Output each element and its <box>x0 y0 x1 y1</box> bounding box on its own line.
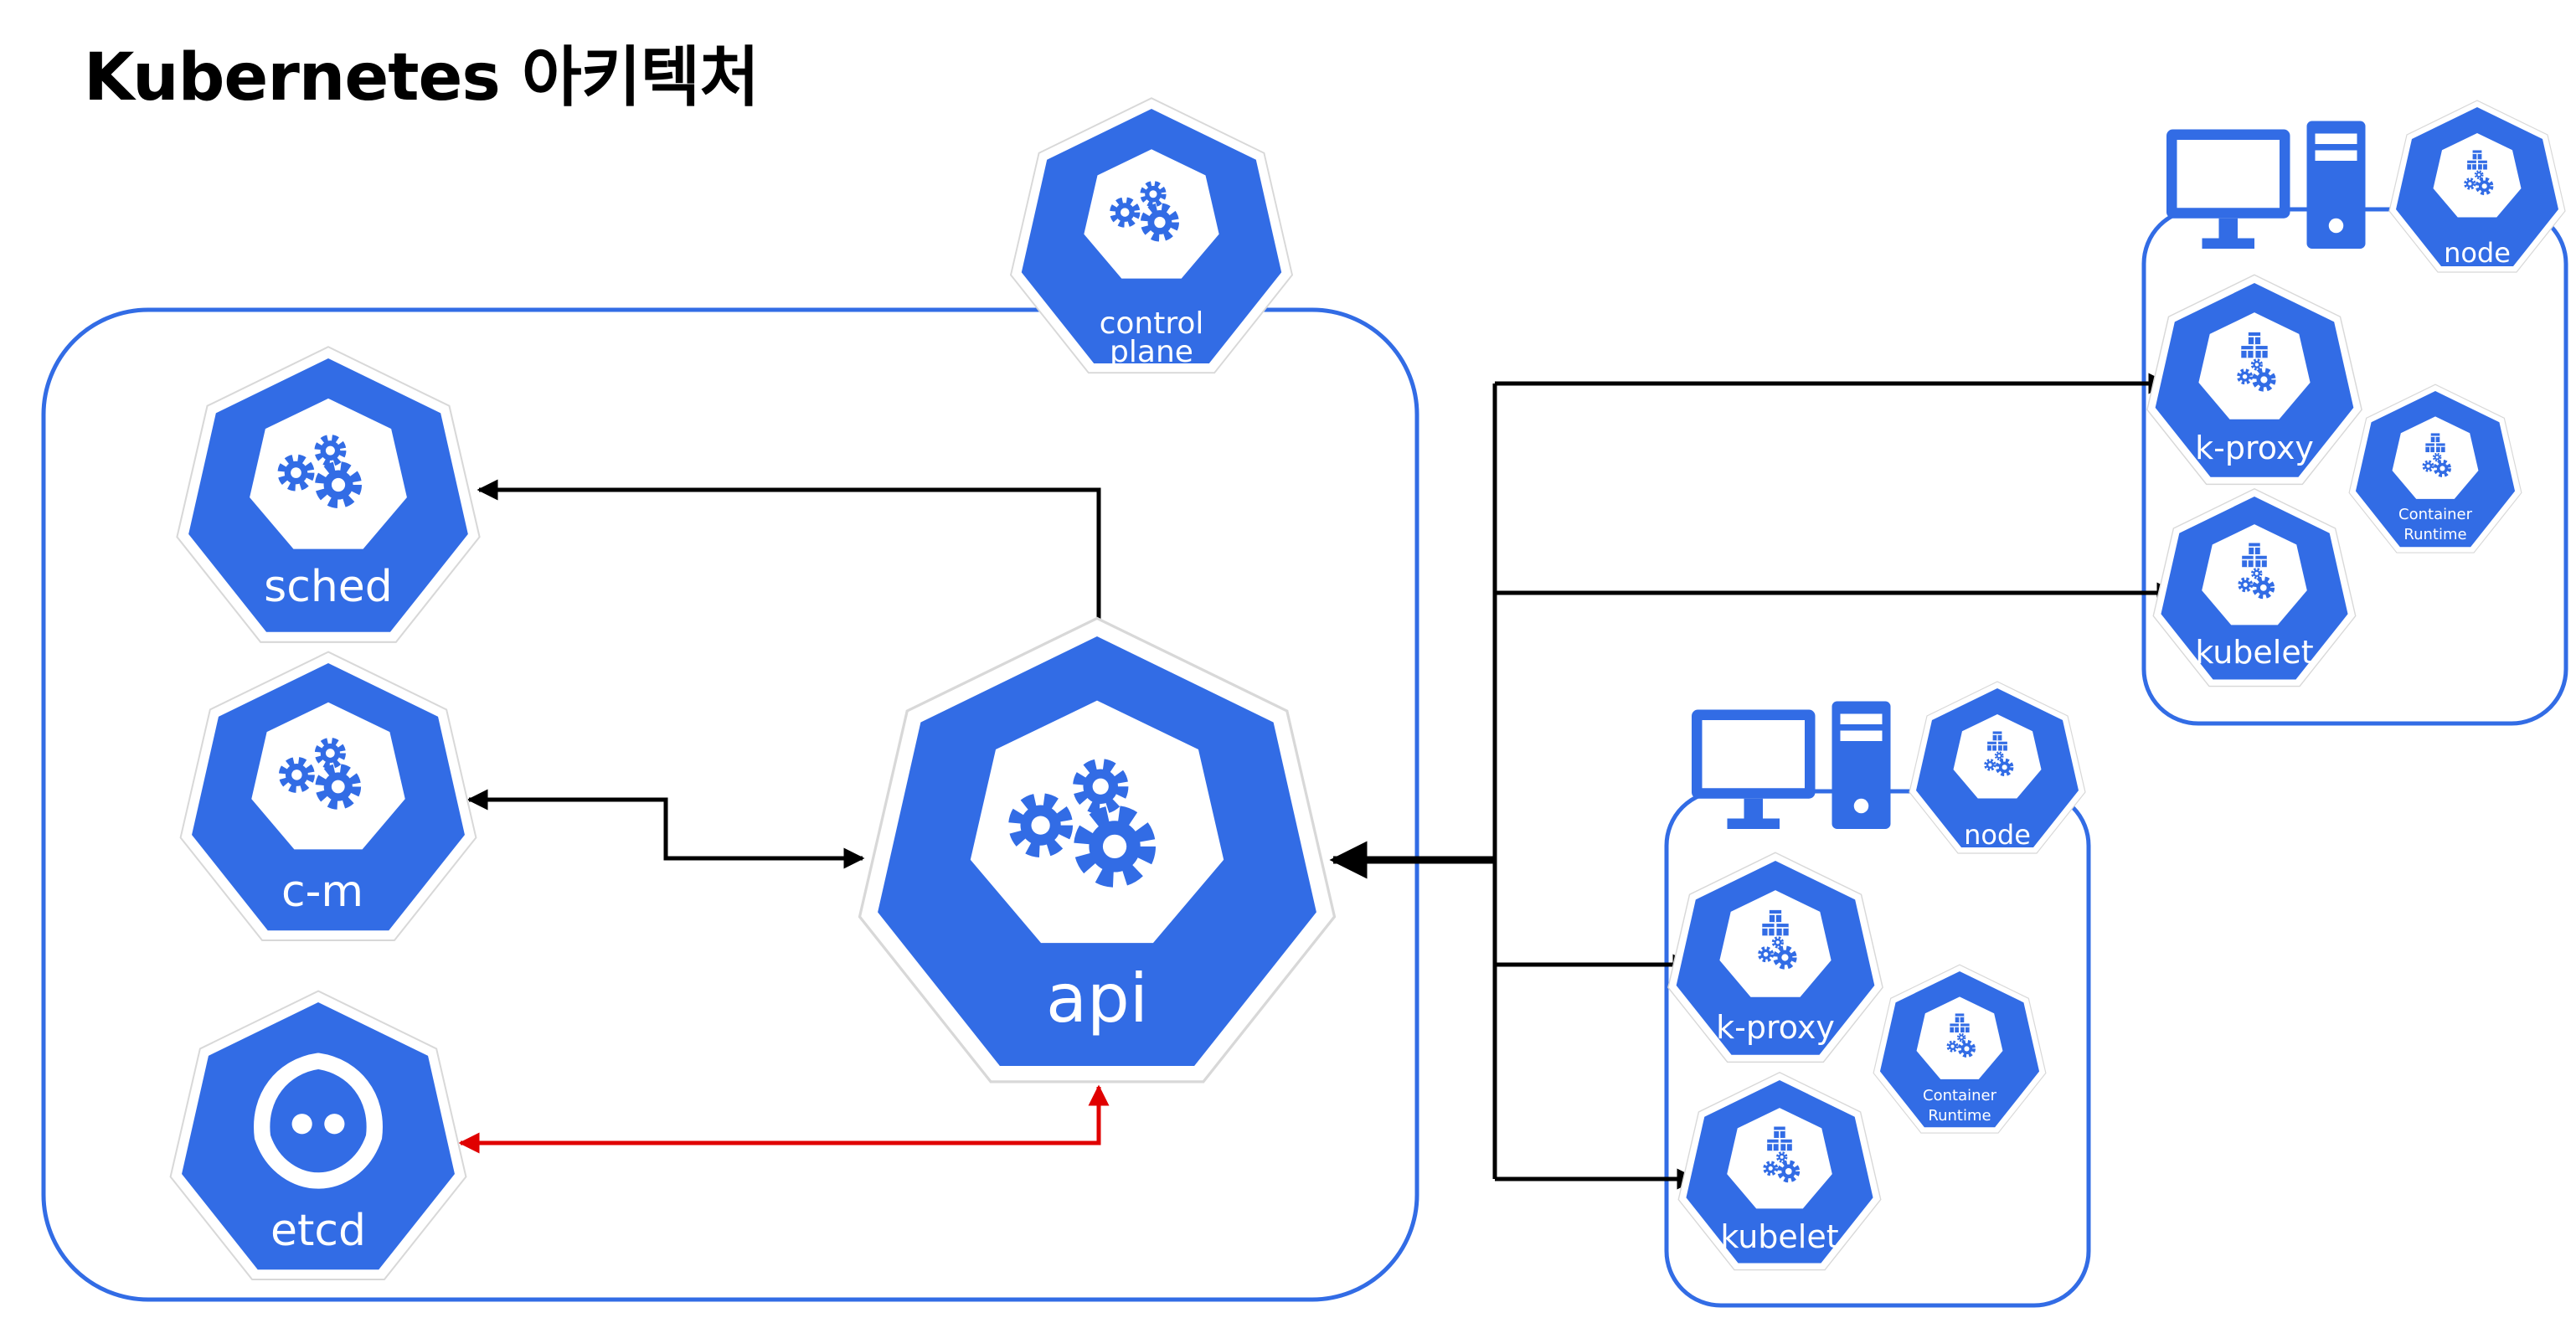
etcd-label: etcd <box>270 1206 366 1256</box>
node-2-label: node <box>1964 819 2031 851</box>
control-plane-container <box>41 307 1419 1302</box>
page-title: Kubernetes 아키텍처 <box>84 40 760 116</box>
runtime-2-label-line2: Runtime <box>1928 1107 1991 1125</box>
runtime-1-label-line2: Runtime <box>2403 526 2466 543</box>
api-label: api <box>1046 960 1148 1037</box>
sched-label: sched <box>264 562 393 612</box>
computer-icon <box>2166 121 2366 249</box>
api-etcd-link <box>458 1084 1110 1154</box>
connections <box>458 373 2178 1190</box>
control-plane-label-line2: plane <box>1110 335 1193 369</box>
node-1-label: node <box>2444 237 2511 269</box>
runtime-2-label-line1: Container <box>1923 1087 1997 1104</box>
kubelet-1-label: kubelet <box>2195 634 2313 671</box>
kubelet-2-label: kubelet <box>1720 1218 1838 1255</box>
api-cm-link <box>466 789 865 869</box>
runtime-1-label-line1: Container <box>2398 506 2473 523</box>
k-proxy-2-label: k-proxy <box>1716 1009 1835 1046</box>
cm-label: c-m <box>281 867 363 917</box>
computer-icon <box>1692 701 1891 829</box>
control-plane-label-line1: control <box>1100 306 1204 341</box>
k-proxy-1-label: k-proxy <box>2195 430 2314 466</box>
